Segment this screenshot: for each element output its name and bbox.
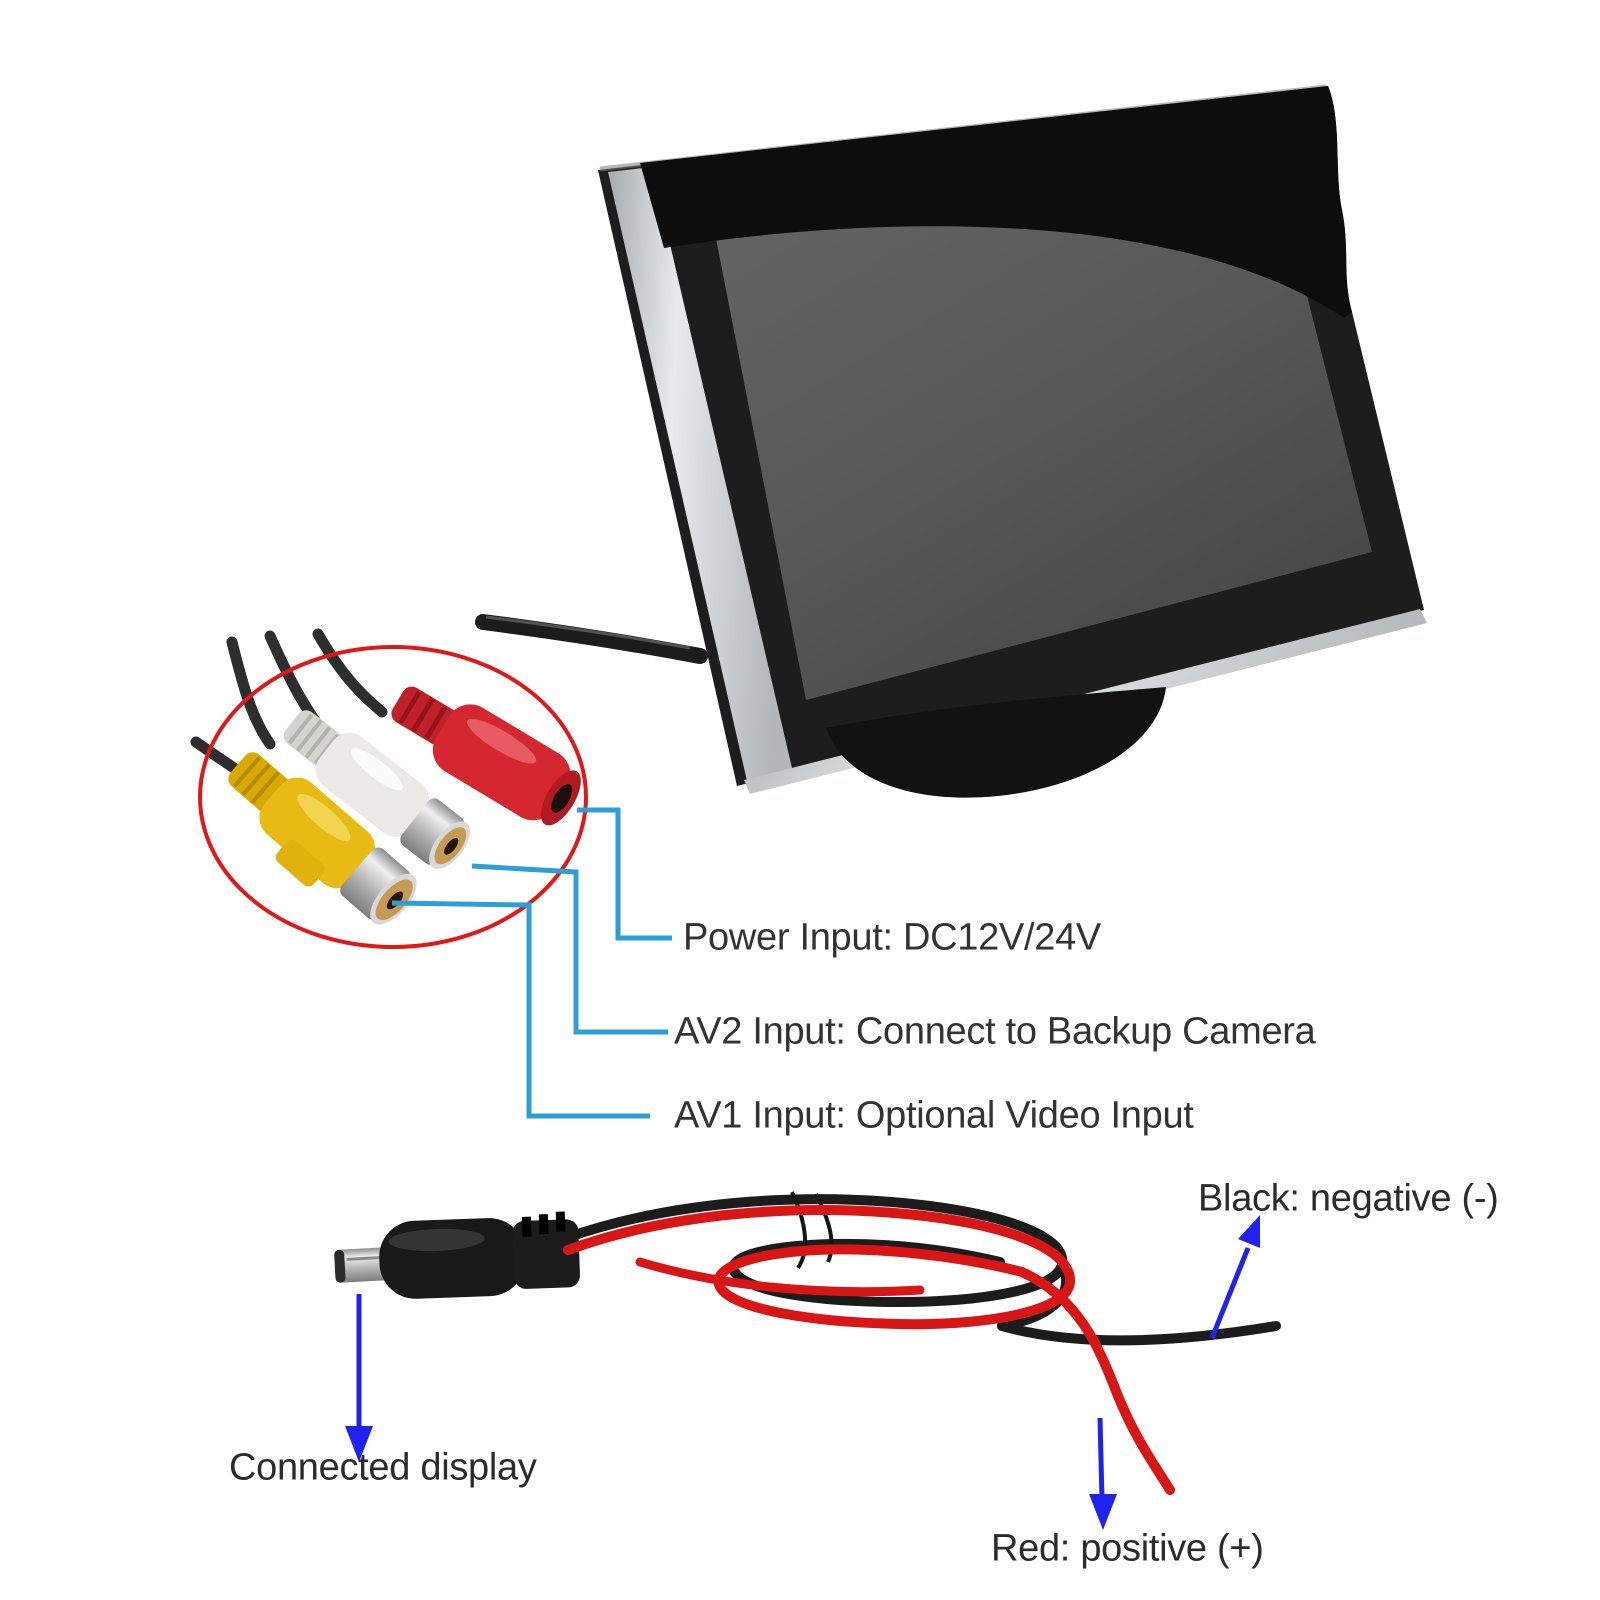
power-input-label: Power Input: DC12V/24V: [683, 916, 1101, 959]
power-cable: [334, 1191, 1281, 1495]
dc-jack-red-power: [391, 686, 581, 826]
rca-yellow-av1: [228, 752, 417, 925]
black-negative-label: Black: negative (-): [1198, 1177, 1499, 1220]
connected-display-label: Connected display: [229, 1446, 537, 1489]
monitor-cable-highlight: [485, 615, 691, 650]
monitor-screen: [712, 142, 1372, 700]
wire-tie: [790, 1191, 834, 1270]
red-positive-label: Red: positive (+): [991, 1527, 1264, 1570]
av1-input-label: AV1 Input: Optional Video Input: [674, 1094, 1194, 1137]
power-callout-line: [577, 807, 672, 941]
black-wire-tail: [997, 1321, 1281, 1346]
dc-plug-body: [379, 1211, 580, 1299]
red-wire: [563, 1205, 1175, 1495]
dc-plug-tip: [334, 1247, 390, 1283]
black-negative-arrow: [1209, 1215, 1260, 1339]
connected-display-arrow: [345, 1294, 373, 1462]
av-connector-cluster: [190, 628, 588, 949]
annotation-arrows: [345, 1215, 1260, 1530]
callout-lines: [391, 807, 672, 1119]
monitor-stand: [826, 687, 1166, 798]
av1-callout-line: [391, 900, 650, 1119]
rca-white-av2: [283, 710, 471, 869]
red-positive-arrow: [1089, 1417, 1117, 1530]
monitor-silver-left-trim: [608, 167, 792, 781]
monitor: [475, 84, 1427, 798]
red-wire-tail: [1017, 1267, 1175, 1495]
monitor-sun-visor: [640, 86, 1352, 318]
red-highlight-circle: [198, 645, 588, 949]
monitor-cable: [475, 614, 708, 664]
av2-callout-line: [471, 863, 668, 1035]
av2-input-label: AV2 Input: Connect to Backup Camera: [674, 1010, 1316, 1053]
